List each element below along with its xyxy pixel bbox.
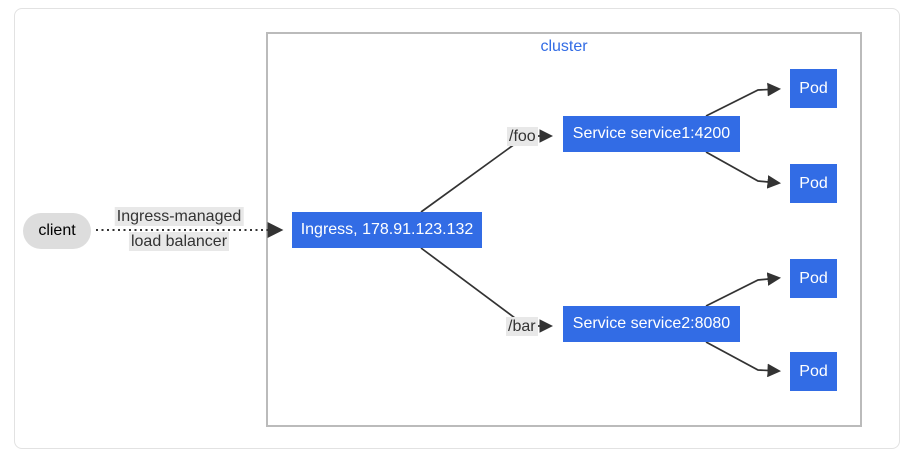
- edge-ingress-to-bar: [420, 247, 554, 333]
- pod-node: Pod: [790, 352, 837, 391]
- pod-node: Pod: [790, 69, 837, 108]
- lb-edge-label-line1: Ingress-managed: [114, 207, 244, 226]
- edge-service2-to-pod4: [705, 341, 782, 378]
- service1-node: Service service1:4200: [563, 116, 740, 152]
- ingress-node: Ingress, 178.91.123.132: [292, 212, 482, 248]
- pod-node: Pod: [790, 259, 837, 298]
- pod-node: Pod: [790, 164, 837, 203]
- edge-service1-to-pod1: [705, 82, 782, 117]
- lb-edge-label-line2: load balancer: [128, 232, 230, 251]
- edge-service2-to-pod3: [705, 272, 782, 307]
- route-foo-label: /foo: [507, 127, 538, 146]
- edge-ingress-to-foo: [420, 129, 554, 213]
- service2-node: Service service2:8080: [563, 306, 740, 342]
- client-node: client: [23, 213, 91, 249]
- edge-service1-to-pod2: [705, 151, 782, 189]
- route-bar-label: /bar: [506, 317, 538, 336]
- cluster-label: cluster: [540, 38, 588, 55]
